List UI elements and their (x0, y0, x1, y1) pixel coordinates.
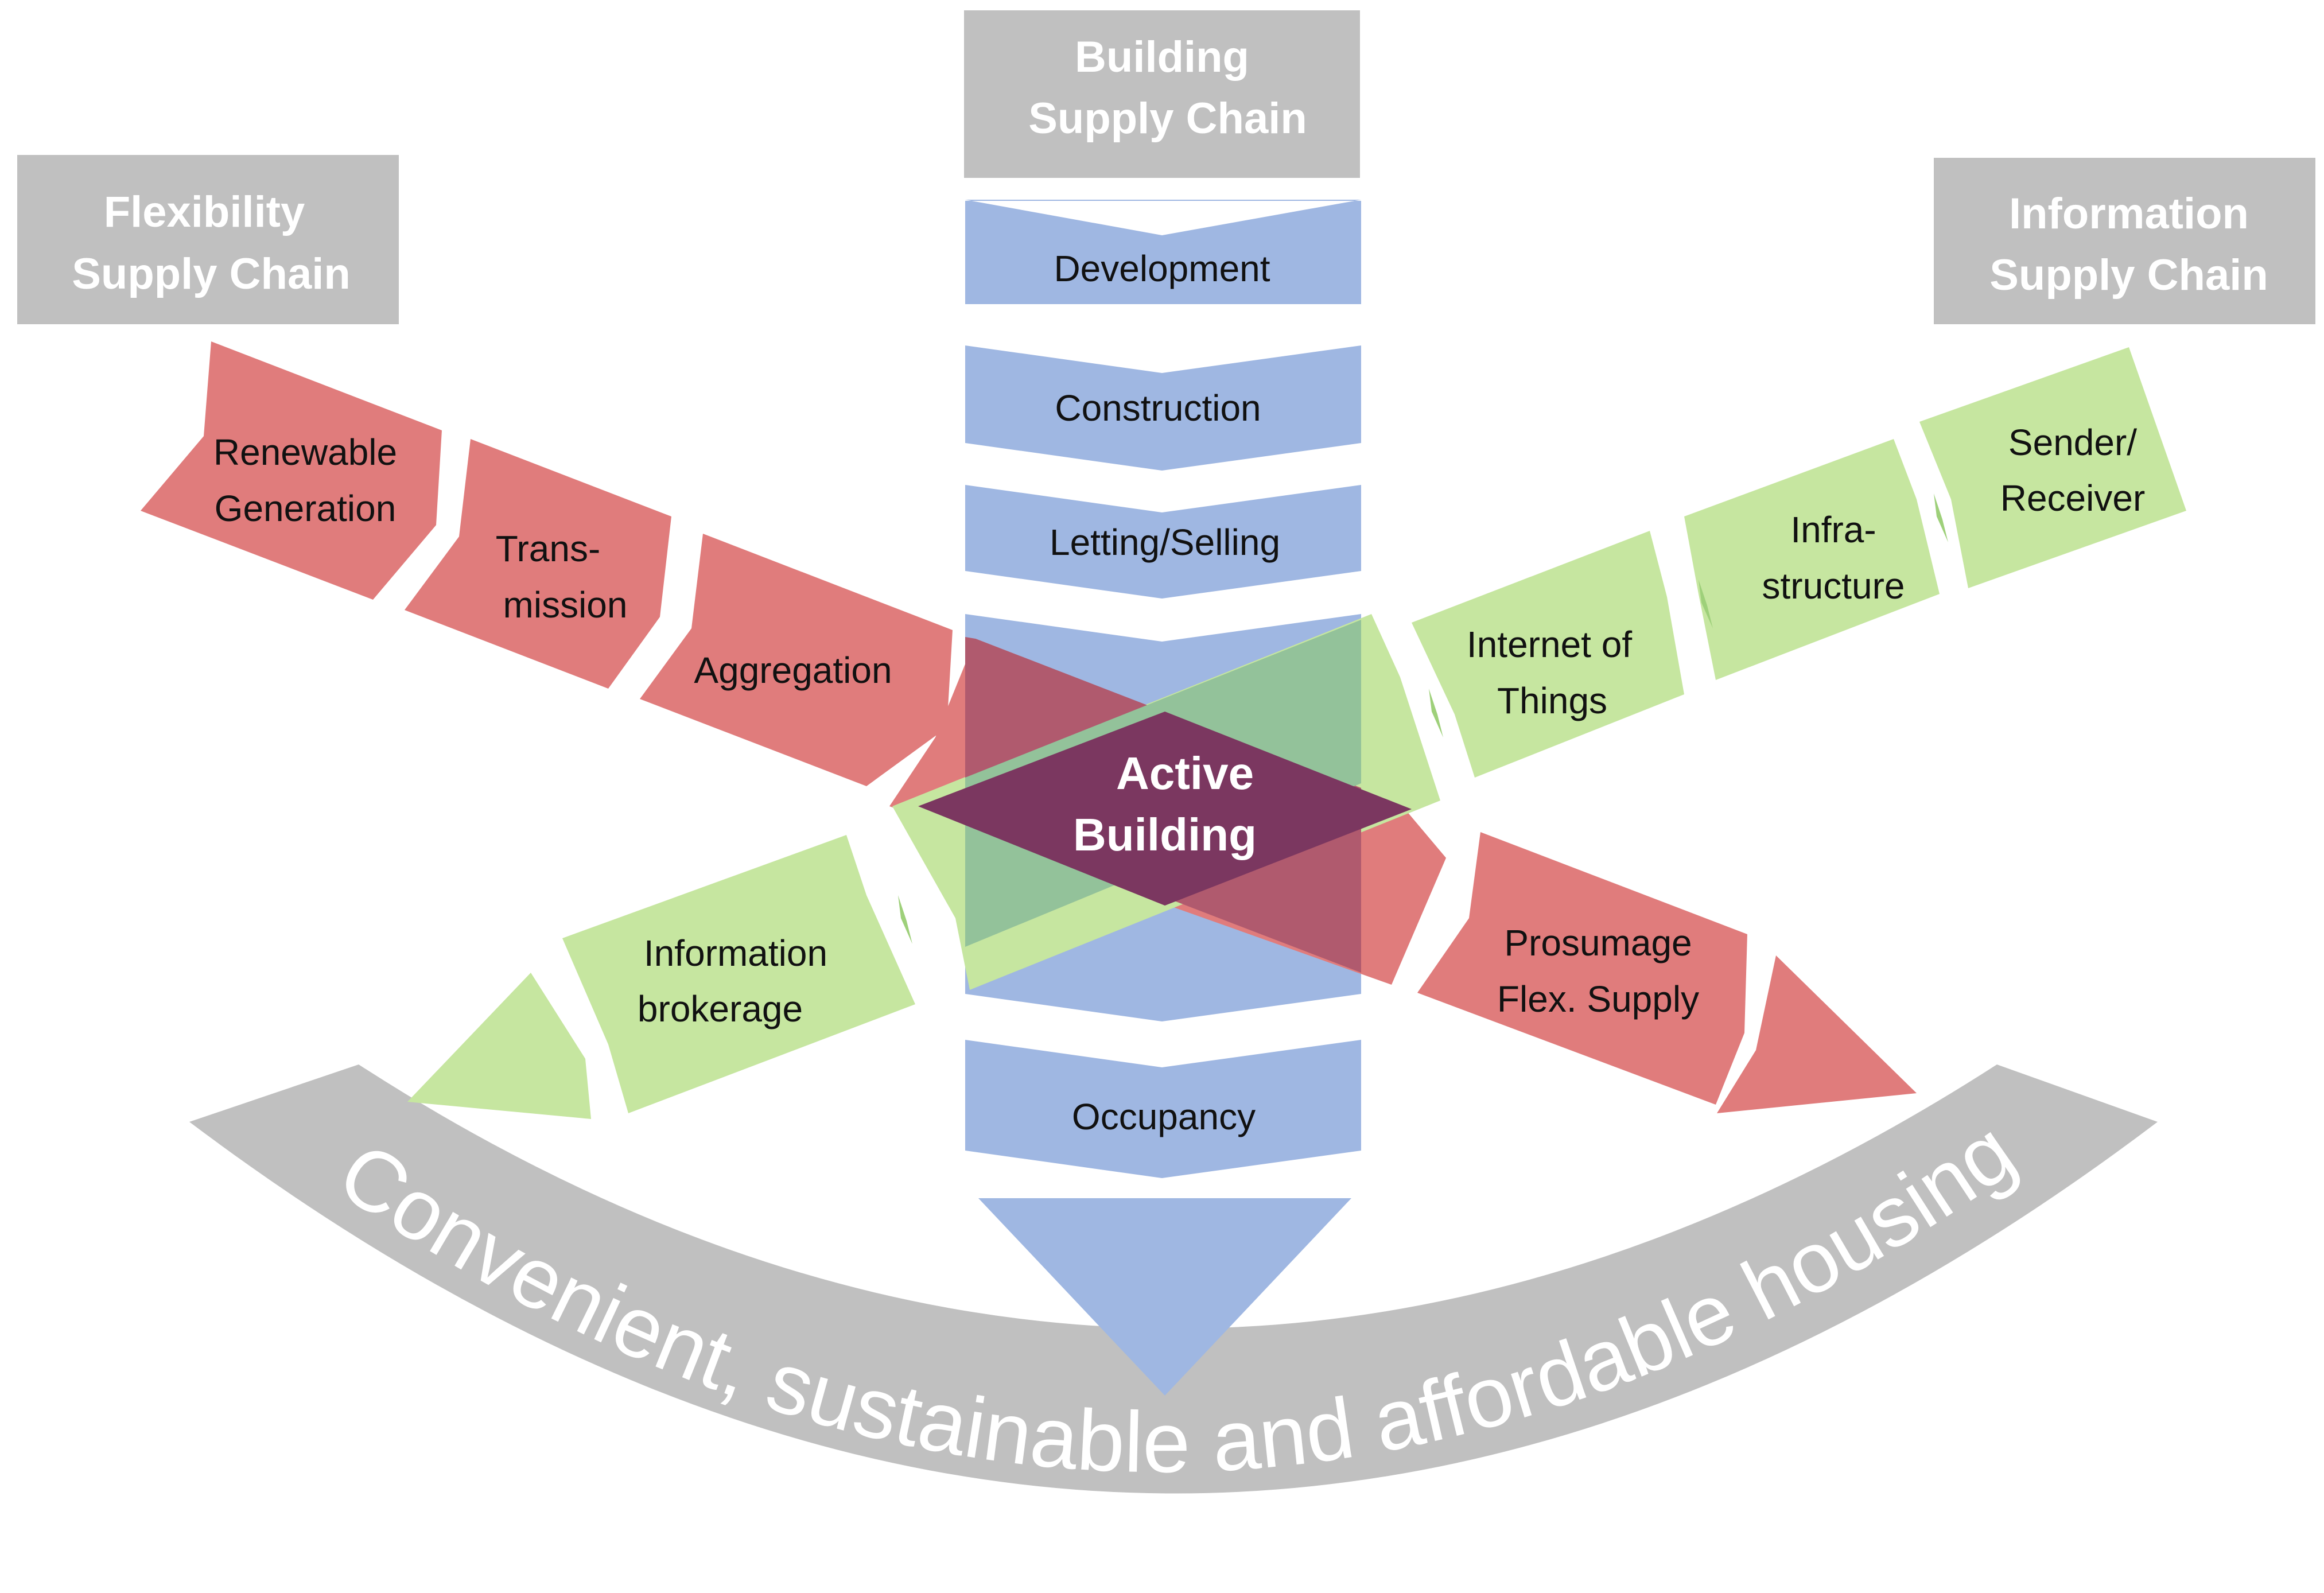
building-label-occupancy: Occupancy (1072, 1096, 1256, 1137)
information-arrow-head (407, 973, 591, 1119)
header-flexibility-line-1: Flexibility (104, 188, 305, 236)
flexibility-chevron-renewable-generation (141, 341, 442, 600)
flexibility-chevron-prosumage (1417, 832, 1747, 1105)
header-building-supply-chain: Building Supply Chain (964, 10, 1360, 178)
building-label-development: Development (1054, 248, 1270, 289)
information-gap-mark-1 (1934, 494, 1948, 542)
header-building-line-1: Building (1075, 33, 1249, 81)
flexibility-label-prosumage-2: Flex. Supply (1497, 978, 1699, 1020)
information-gap-mark-2 (1699, 580, 1713, 628)
building-arrow-head (978, 1198, 1351, 1396)
flexibility-label-prosumage-1: Prosumage (1504, 922, 1692, 963)
information-label-infra-1: Infra- (1790, 509, 1876, 550)
building-label-construction: Construction (1055, 387, 1261, 429)
core-label-line-1: Active (1116, 748, 1254, 799)
header-flexibility-supply-chain: Flexibility Supply Chain (17, 155, 399, 324)
building-chevron-construction (965, 345, 1361, 471)
flexibility-chevron-aggregation (640, 534, 953, 786)
information-chevron-sender-receiver (1919, 347, 2186, 588)
active-building-core: Active Building (918, 712, 1412, 906)
information-label-brokerage-2: brokerage (638, 988, 803, 1029)
information-gap-mark-4 (898, 895, 912, 944)
outcome-arc (189, 1064, 2158, 1494)
flexibility-label-renewable-1: Renewable (213, 432, 397, 473)
building-label-letting-selling: Letting/Selling (1050, 522, 1280, 563)
building-chevron-development (965, 200, 1361, 304)
information-gap-mark-3 (1429, 689, 1443, 737)
information-label-sender-1: Sender/ (2008, 422, 2137, 463)
information-label-iot-2: Things (1497, 680, 1607, 721)
core-label-line-2: Building (1073, 809, 1257, 860)
building-chevron-letting-selling (965, 485, 1361, 599)
flexibility-arrow-head (1717, 955, 1917, 1113)
header-building-line-2: Supply Chain (1028, 94, 1307, 143)
information-chevron-brokerage (562, 835, 915, 1113)
flexibility-label-renewable-2: Generation (215, 488, 397, 529)
active-building-diamond (918, 712, 1412, 906)
information-chevron-iot (1412, 531, 1684, 778)
header-flexibility-line-2: Supply Chain (72, 250, 351, 298)
flexibility-label-transmission-2: mission (503, 584, 628, 625)
information-chevron-infrastructure (1684, 439, 1940, 680)
header-information-line-1: Information (2009, 189, 2249, 238)
building-chevron-occupancy (965, 1040, 1361, 1178)
flexibility-label-aggregation: Aggregation (694, 650, 892, 691)
information-label-brokerage-1: Information (644, 933, 827, 974)
header-information-line-2: Supply Chain (1989, 251, 2268, 300)
header-information-supply-chain: Information Supply Chain (1934, 158, 2315, 324)
information-label-sender-2: Receiver (2000, 477, 2146, 519)
flexibility-label-transmission-1: Trans- (496, 528, 601, 569)
information-label-iot-1: Internet of (1467, 624, 1632, 665)
flexibility-chevron-transmission (405, 439, 671, 689)
information-label-infra-2: structure (1762, 565, 1905, 607)
